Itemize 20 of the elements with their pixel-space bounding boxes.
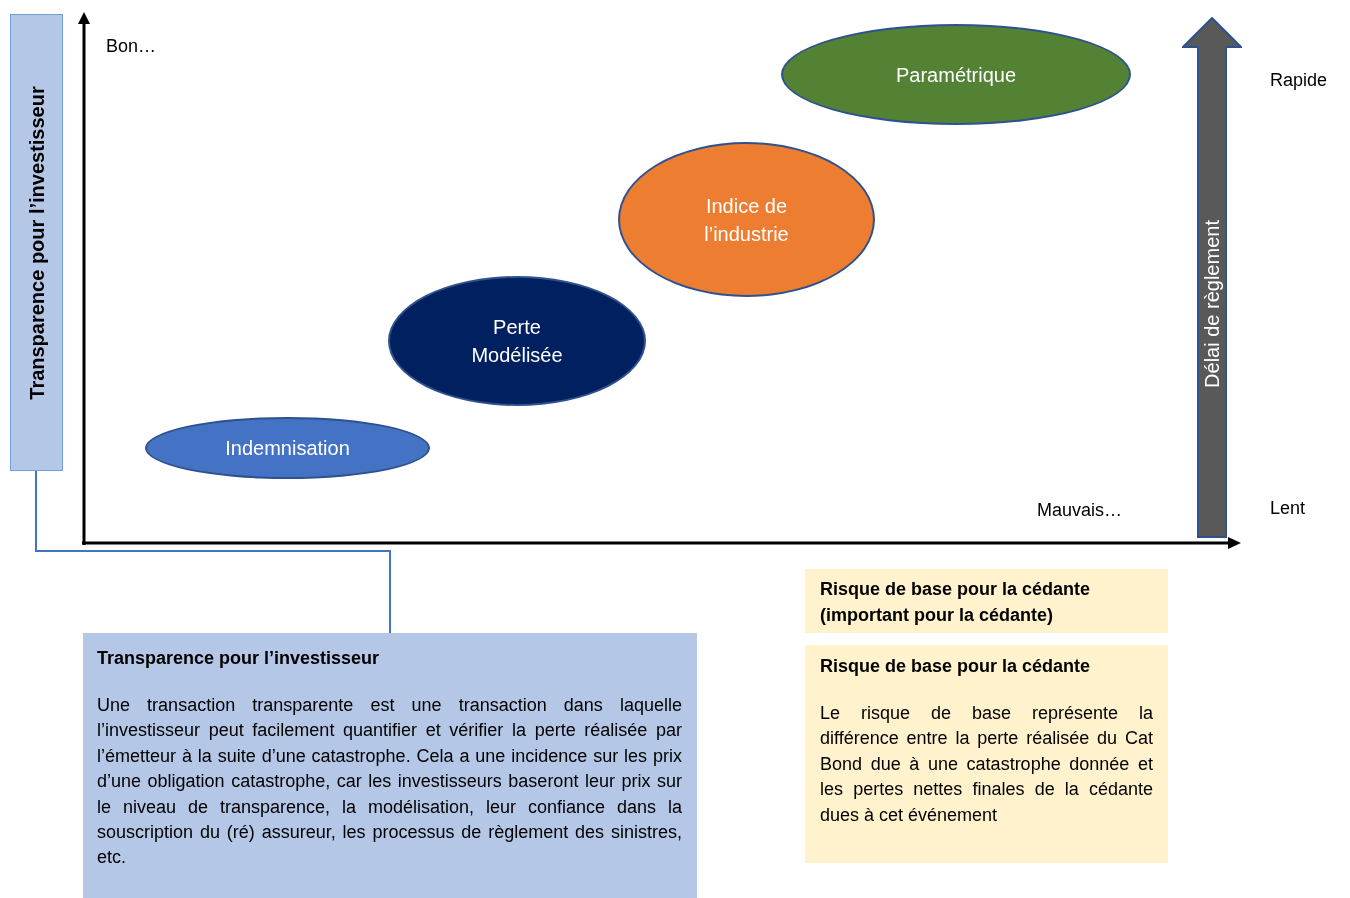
ellipse-label: Indice de l’industrie <box>703 193 790 247</box>
vertical-label-box <box>10 14 63 471</box>
card-heading: Risque de base pour la cédante (important pour la cédante) <box>820 578 1092 627</box>
axis-title: Transparence pour l’investisseur <box>25 85 48 400</box>
card-heading: Risque de base pour la cédante <box>820 655 1092 678</box>
ellipse-label: Paramétrique <box>895 62 1017 88</box>
ellipse-label: Perte Modélisée <box>470 315 564 368</box>
arrow-label: Délai de règlement <box>1200 219 1224 388</box>
axis-label: Rapide <box>1270 70 1328 91</box>
ellipse-label: Indemnisation <box>225 436 350 461</box>
connector-line <box>35 470 391 634</box>
info-card <box>805 645 1168 863</box>
info-card <box>83 633 697 898</box>
axis-label: Mauvais… <box>1037 500 1123 521</box>
axis-label: Bon… <box>106 36 157 57</box>
card-text: Le risque de base représente la différence entre la perte réalisée du Cat Bond due à une catastrophe donnée et les pertes nettes finales de la cédante dues à cet événement <box>820 702 1153 827</box>
note-card <box>805 569 1168 633</box>
card-heading: Transparence pour l’investisseur <box>97 647 381 670</box>
axis-label: Lent <box>1270 498 1306 519</box>
card-text: Une transaction transparente est une transaction dans laquelle l’investisseur peut facilement quantifier et vérifier la perte réalisée par l’émetteur à la suite d’une catastrophe. Cela a une incidence sur les prix d’une obligation catastrophe, car les investisseurs baseront leur prix sur le niveau de transparence, la modélisation, leur confiance dans la souscription du (ré) assureur, les processus de règlement des sinistres, etc. <box>97 694 682 870</box>
